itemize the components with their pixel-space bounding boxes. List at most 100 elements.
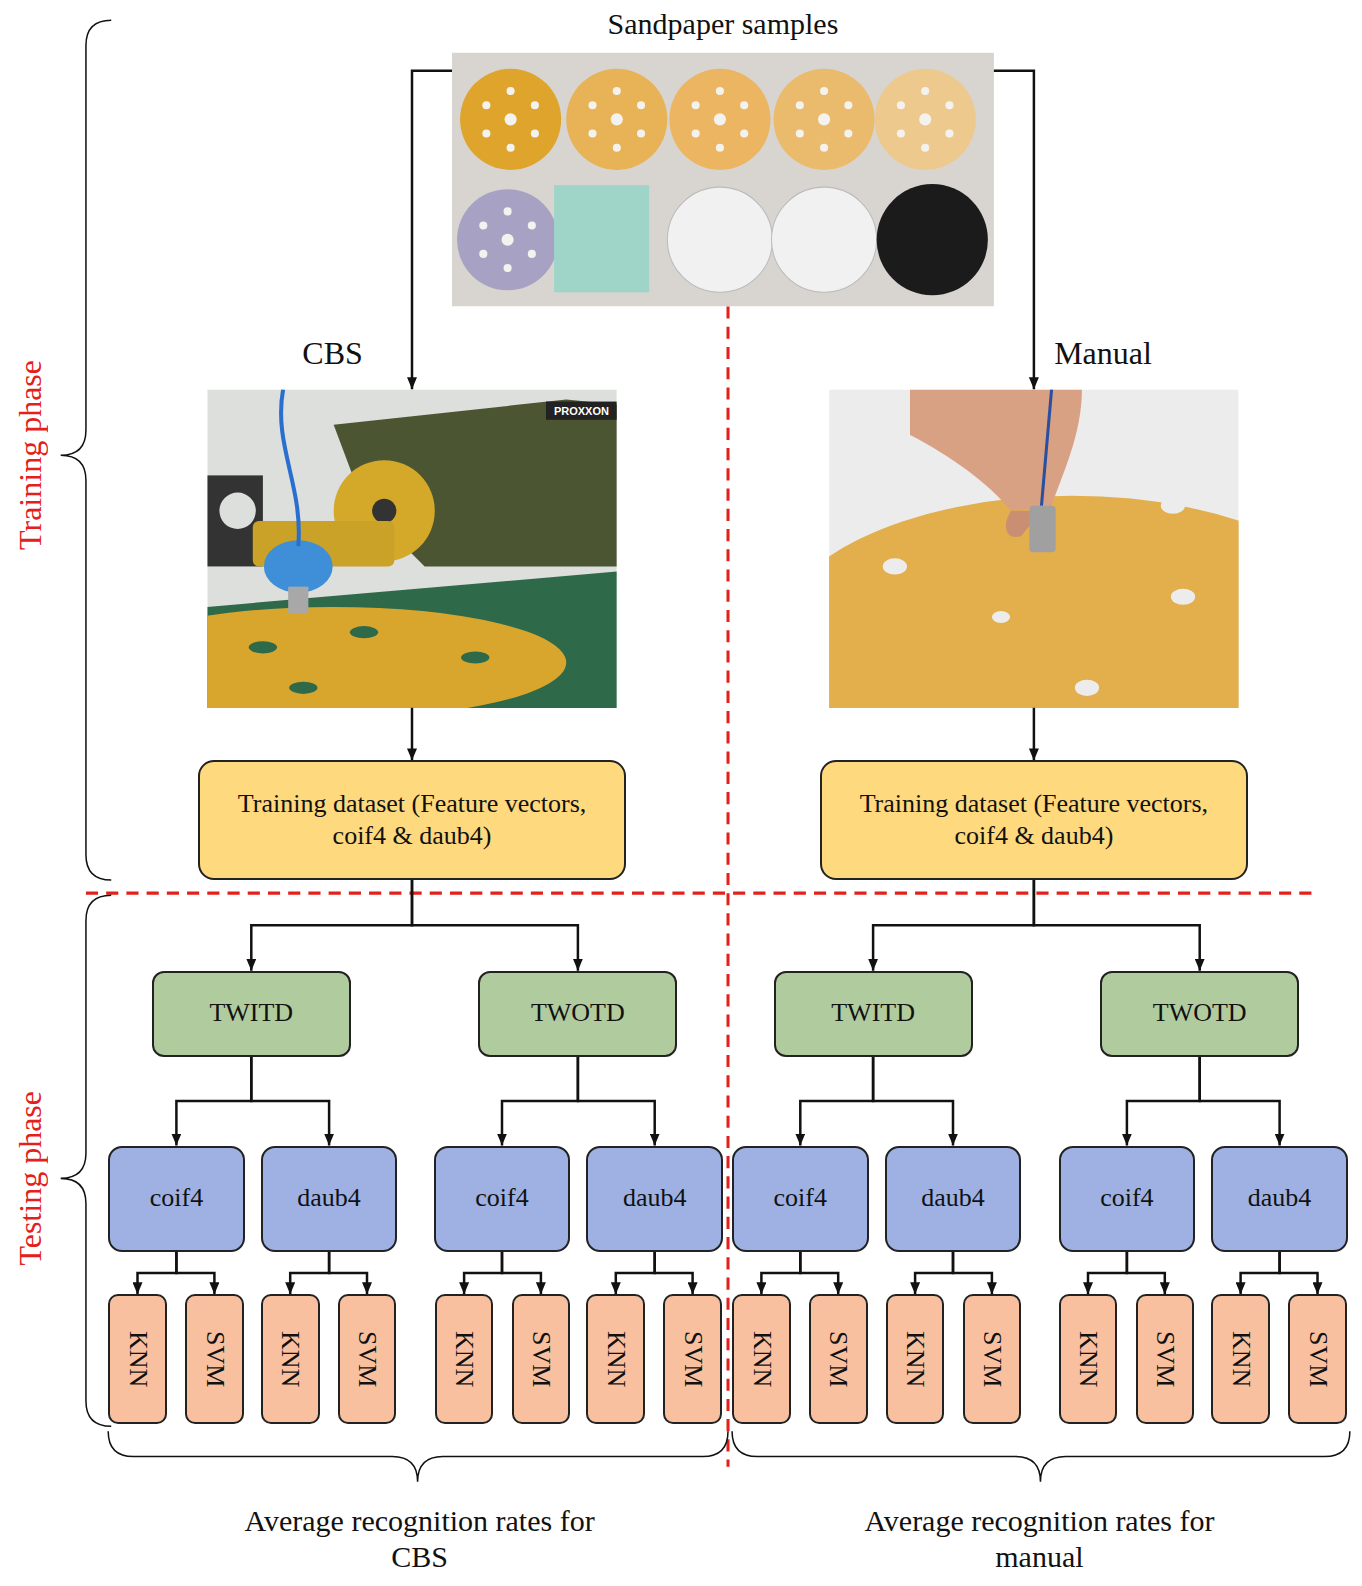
test-condition-box: TWOTD: [478, 971, 677, 1057]
test-condition-box: TWITD: [152, 971, 351, 1057]
connector-arrow: [800, 1057, 873, 1146]
classifier-box: KNN: [108, 1294, 167, 1423]
wavelet-box: coif4: [108, 1146, 245, 1252]
box-label: daub4: [297, 1182, 361, 1215]
connector-arrow: [411, 708, 414, 761]
connector-arrow: [1241, 1252, 1280, 1295]
classifier-box: SVM: [663, 1294, 722, 1423]
result-label: Average recognition rates for manual: [847, 1503, 1231, 1575]
photo-panel: CBS: [207, 389, 617, 708]
box-label: daub4: [921, 1182, 985, 1215]
classifier-box: KNN: [1059, 1294, 1118, 1423]
connector-arrow: [1200, 1057, 1280, 1146]
box-label: TWOTD: [1153, 997, 1247, 1030]
box-label: KNN: [274, 1331, 307, 1387]
box-label: coif4: [1100, 1182, 1153, 1215]
photo-heading: Sandpaper samples: [452, 5, 994, 43]
box-label: Training dataset (Feature vectors, coif4…: [216, 788, 608, 853]
phase-label: Testing phase: [12, 1091, 49, 1266]
connector-arrow: [873, 1057, 953, 1146]
test-condition-box: TWOTD: [1100, 971, 1299, 1057]
connector-arrow: [1033, 708, 1036, 761]
connector-arrow: [464, 1252, 502, 1295]
box-label: TWITD: [209, 997, 293, 1030]
wavelet-box: daub4: [1211, 1146, 1348, 1252]
classifier-box: SVM: [338, 1294, 397, 1423]
box-label: coif4: [150, 1182, 203, 1215]
box-label: daub4: [1248, 1182, 1312, 1215]
classifier-box: KNN: [732, 1294, 791, 1423]
box-label: KNN: [600, 1331, 633, 1387]
connector-arrow: [800, 1252, 838, 1295]
classifier-box: SVM: [1136, 1294, 1195, 1423]
dataset-box: Training dataset (Feature vectors, coif4…: [820, 760, 1248, 879]
connector-arrow: [1034, 880, 1200, 971]
cbs-photo: [207, 389, 617, 708]
connector-arrow: [1127, 1252, 1165, 1295]
box-label: TWITD: [831, 997, 915, 1030]
brand-text: PROXXON: [551, 404, 612, 418]
connector-arrow: [502, 1252, 541, 1295]
connector-arrow: [412, 71, 452, 390]
connector-arrow: [994, 71, 1034, 390]
connector-arrow: [655, 1252, 693, 1295]
wavelet-box: daub4: [261, 1146, 398, 1252]
wavelet-box: daub4: [885, 1146, 1022, 1252]
box-label: TWOTD: [531, 997, 625, 1030]
box-label: KNN: [1224, 1331, 1257, 1387]
classifier-box: KNN: [261, 1294, 320, 1423]
box-label: SVM: [822, 1331, 855, 1387]
box-label: daub4: [623, 1182, 687, 1215]
connector-arrow: [412, 880, 578, 971]
connector-arrow: [502, 1057, 578, 1146]
wavelet-box: coif4: [434, 1146, 571, 1252]
box-label: KNN: [1072, 1331, 1105, 1387]
test-condition-box: TWITD: [774, 971, 973, 1057]
box-label: SVM: [351, 1331, 384, 1387]
classifier-box: KNN: [886, 1294, 945, 1423]
manual-photo: [829, 389, 1239, 708]
photo-panel: Manual: [829, 389, 1239, 708]
connector-arrow: [176, 1252, 214, 1295]
box-label: KNN: [448, 1331, 481, 1387]
connector-arrow: [138, 1252, 177, 1295]
box-label: SVM: [1149, 1331, 1182, 1387]
photo-panel: Sandpaper samples: [452, 53, 994, 307]
wavelet-box: coif4: [732, 1146, 869, 1252]
connector-arrow: [953, 1252, 992, 1295]
box-label: SVM: [525, 1331, 558, 1387]
box-label: Training dataset (Feature vectors, coif4…: [838, 788, 1230, 853]
dataset-box: Training dataset (Feature vectors, coif4…: [198, 760, 626, 879]
box-label: coif4: [774, 1182, 827, 1215]
phase-label: Training phase: [12, 360, 49, 550]
classifier-box: SVM: [185, 1294, 244, 1423]
classifier-box: KNN: [435, 1294, 494, 1423]
connector-arrow: [290, 1252, 329, 1295]
box-label: SVM: [976, 1331, 1009, 1387]
classifier-box: KNN: [586, 1294, 645, 1423]
box-label: KNN: [121, 1331, 154, 1387]
connector-arrow: [873, 880, 1034, 971]
box-label: SVM: [676, 1331, 709, 1387]
connector-arrow: [329, 1252, 367, 1295]
photo-heading: Manual: [1054, 333, 1152, 373]
classifier-box: SVM: [512, 1294, 571, 1423]
box-label: SVM: [1301, 1331, 1334, 1387]
classifier-box: SVM: [1288, 1294, 1347, 1423]
box-label: KNN: [899, 1331, 932, 1387]
connector-arrow: [1127, 1057, 1200, 1146]
classifier-box: SVM: [963, 1294, 1022, 1423]
wavelet-box: coif4: [1059, 1146, 1196, 1252]
wavelet-box: daub4: [586, 1146, 723, 1252]
connector-arrow: [251, 1057, 329, 1146]
connector-arrow: [578, 1057, 655, 1146]
classifier-box: SVM: [809, 1294, 868, 1423]
connector-arrow: [176, 1057, 251, 1146]
box-label: KNN: [745, 1331, 778, 1387]
box-label: SVM: [198, 1331, 231, 1387]
connector-arrow: [1280, 1252, 1318, 1295]
photo-heading: CBS: [302, 333, 362, 373]
connector-arrow: [915, 1252, 953, 1295]
box-label: coif4: [475, 1182, 528, 1215]
sandpaper-photo: [452, 53, 994, 307]
